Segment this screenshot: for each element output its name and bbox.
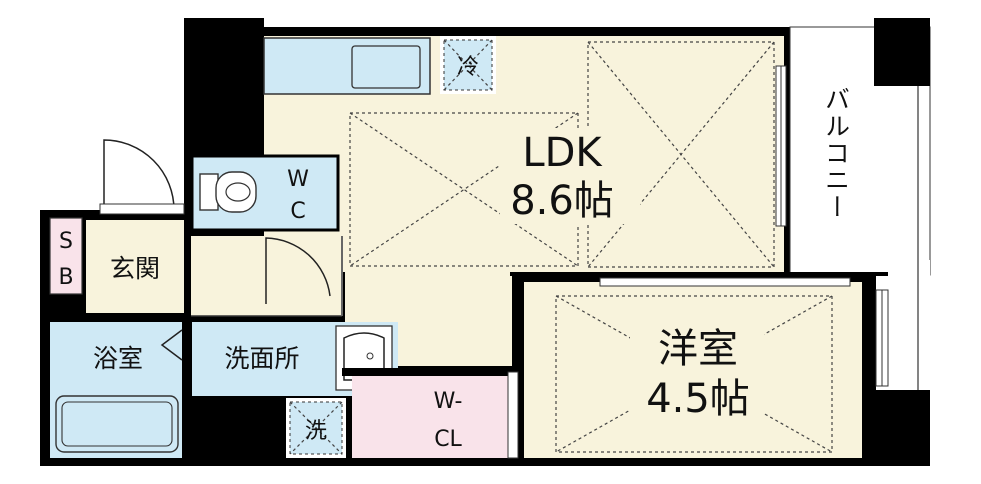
walk-in-closet	[352, 376, 510, 458]
ldk-name: LDK	[522, 130, 603, 176]
wcl-label-top: W-	[434, 389, 463, 414]
corridor	[188, 236, 342, 316]
wcl-label-bottom: CL	[434, 427, 462, 452]
wc-label-w: W	[287, 167, 309, 192]
entrance-door	[103, 139, 175, 211]
balcony-label: バルコニー	[822, 86, 851, 221]
kitchen-counter	[263, 37, 431, 95]
shoe-box	[49, 217, 83, 295]
fridge-spot	[443, 39, 493, 91]
fridge-label: 冷	[457, 55, 479, 80]
wc-door	[265, 237, 331, 304]
entrance-area	[86, 220, 184, 314]
shoe-box-s: S	[59, 229, 73, 254]
entrance-label: 玄関	[110, 254, 160, 283]
washroom-label: 洗面所	[224, 344, 299, 373]
wc-label-c: C	[290, 199, 305, 224]
shoe-box-b: B	[58, 265, 73, 290]
western-room-size: 4.5帖	[646, 376, 750, 422]
bath-label: 浴室	[93, 344, 143, 373]
western-room-name: 洋室	[658, 326, 738, 372]
ldk-size: 8.6帖	[510, 178, 614, 224]
washer-label: 洗	[305, 419, 327, 444]
bath-room	[50, 322, 182, 458]
